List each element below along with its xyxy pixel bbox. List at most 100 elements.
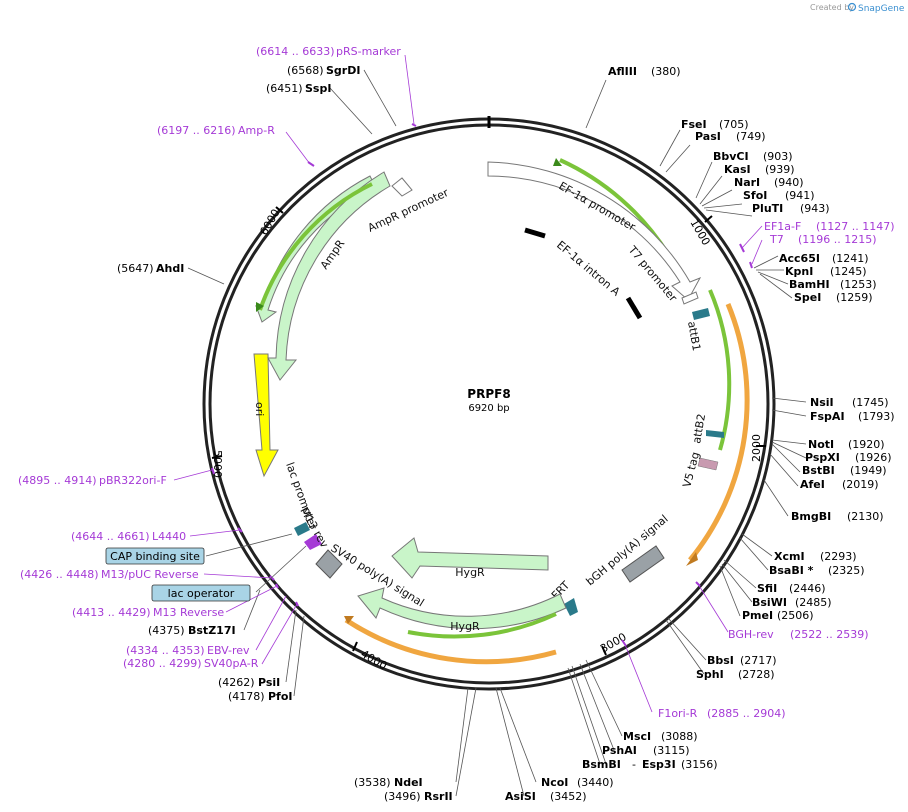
svg-text:NcoI: NcoI	[541, 776, 568, 789]
svg-text:BbsI: BbsI	[707, 654, 734, 667]
svg-text:AsiSI: AsiSI	[505, 790, 536, 803]
svg-text:(1259): (1259)	[836, 291, 873, 304]
svg-text:M13 Reverse: M13 Reverse	[153, 606, 224, 619]
svg-text:NarI: NarI	[734, 176, 760, 189]
svg-text:(4262): (4262)	[218, 676, 255, 689]
svg-text:(6568): (6568)	[287, 64, 324, 77]
svg-text:EF1a-F: EF1a-F	[764, 220, 801, 233]
svg-text:(2728): (2728)	[738, 668, 775, 681]
svg-text:F1ori-R: F1ori-R	[658, 707, 698, 720]
svg-text:Amp-R: Amp-R	[238, 124, 275, 137]
orange-bottom-arc	[344, 617, 557, 665]
tick-5000: 5000	[211, 450, 224, 478]
svg-text:EBV-rev: EBV-rev	[207, 644, 250, 657]
svg-text:RsrII: RsrII	[424, 790, 453, 803]
svg-text:(2130): (2130)	[847, 510, 884, 523]
svg-text:PasI: PasI	[695, 130, 721, 143]
plasmid-size: 6920 bp	[468, 403, 509, 414]
svg-text:(6197 .. 6216): (6197 .. 6216)	[157, 124, 236, 137]
svg-text:BbvCI: BbvCI	[713, 150, 749, 163]
svg-text:(3452): (3452)	[550, 790, 587, 803]
svg-text:(4644 .. 4661): (4644 .. 4661)	[71, 530, 150, 543]
svg-text:PsiI: PsiI	[258, 676, 280, 689]
site-name: AflIII	[608, 65, 637, 78]
svg-text:(4895 .. 4914): (4895 .. 4914)	[18, 474, 97, 487]
v5-tag-marker	[697, 457, 719, 471]
svg-text:(4426 .. 4448): (4426 .. 4448)	[20, 568, 99, 581]
site-leaders	[187, 69, 807, 797]
ampr-green-strand	[258, 182, 373, 311]
svg-text:BamHI: BamHI	[789, 278, 830, 291]
svg-text:(1926): (1926)	[855, 451, 892, 464]
svg-text:(940): (940)	[774, 176, 804, 189]
svg-text:(705): (705)	[719, 118, 749, 131]
svg-text:BstZ17I: BstZ17I	[188, 624, 236, 637]
hygr-inner-arrow	[391, 537, 549, 579]
t7-arrow	[681, 291, 699, 305]
feature-hygr-1: HygR	[455, 566, 485, 579]
m13-rev-marker	[294, 522, 310, 536]
svg-text:T7: T7	[769, 233, 784, 246]
svg-text:pRS-marker: pRS-marker	[336, 45, 401, 58]
hygr-green-strand	[407, 612, 557, 639]
svg-text:(2446): (2446)	[789, 582, 826, 595]
svg-text:(3538): (3538)	[354, 776, 391, 789]
svg-text:PfoI: PfoI	[268, 690, 293, 703]
svg-text:(4334 .. 4353): (4334 .. 4353)	[126, 644, 205, 657]
svg-text:(1253): (1253)	[840, 278, 877, 291]
svg-text:(1745): (1745)	[852, 396, 889, 409]
primer-leaders	[173, 54, 763, 713]
svg-text:(6451): (6451)	[266, 82, 303, 95]
svg-text:NdeI: NdeI	[394, 776, 423, 789]
intron-start-bar	[524, 227, 546, 239]
tick-2000: 2000	[750, 434, 763, 462]
svg-text:MscI: MscI	[623, 730, 651, 743]
svg-text:XcmI: XcmI	[774, 550, 805, 563]
feature-attb1: attB1	[685, 320, 703, 352]
svg-text:(2522 .. 2539): (2522 .. 2539)	[790, 628, 869, 641]
svg-text:(4178): (4178)	[228, 690, 265, 703]
svg-text:PmeI: PmeI	[742, 609, 773, 622]
sv40-polya-box	[315, 549, 343, 579]
svg-text:FspAI: FspAI	[810, 410, 845, 423]
attb1-marker	[692, 308, 710, 320]
svg-text:BGH-rev: BGH-rev	[728, 628, 774, 641]
svg-text:(1127 .. 1147): (1127 .. 1147)	[816, 220, 895, 233]
svg-text:NotI: NotI	[808, 438, 834, 451]
svg-text:(941): (941)	[785, 189, 815, 202]
feature-lac-promoter: lac promoter	[283, 461, 319, 532]
cap-binding-box	[105, 547, 205, 565]
svg-text:BsaBI *: BsaBI *	[769, 564, 814, 577]
lac-operator-box	[151, 584, 251, 602]
svg-text:NsiI: NsiI	[810, 396, 834, 409]
svg-text:(943): (943)	[800, 202, 830, 215]
svg-text:(3088): (3088)	[661, 730, 698, 743]
svg-text:Esp3I: Esp3I	[642, 758, 676, 771]
svg-text:(1920): (1920)	[848, 438, 885, 451]
svg-text:SfoI: SfoI	[743, 189, 767, 202]
feature-t7-promoter: T7 promoter	[625, 243, 680, 305]
svg-text:(1949): (1949)	[850, 464, 887, 477]
plasmid-name: PRPF8	[467, 387, 510, 401]
intron-end-bar	[625, 296, 643, 320]
svg-text:SspI: SspI	[305, 82, 331, 95]
svg-text:(1196 .. 1215): (1196 .. 1215)	[798, 233, 877, 246]
svg-text:PluTI: PluTI	[752, 202, 783, 215]
svg-text:pBR322ori-F: pBR322ori-F	[99, 474, 167, 487]
lac-operator-label: lac operator	[168, 587, 235, 600]
svg-text:(2485): (2485)	[795, 596, 832, 609]
svg-text:(3156): (3156)	[681, 758, 718, 771]
svg-text:(1241): (1241)	[832, 252, 869, 265]
svg-text:PspXI: PspXI	[805, 451, 840, 464]
orange-right-arc	[688, 303, 750, 562]
hygr-outer-arrow	[357, 587, 567, 630]
svg-text:M13/pUC Reverse: M13/pUC Reverse	[101, 568, 199, 581]
cap-binding-label: CAP binding site	[110, 550, 200, 563]
credit-prefix: Created by	[810, 3, 854, 12]
svg-text:PshAI: PshAI	[602, 744, 637, 757]
svg-text:(2717): (2717)	[740, 654, 777, 667]
svg-text:(4280 .. 4299): (4280 .. 4299)	[123, 657, 202, 670]
feature-ef1a-promoter: EF-1α promoter	[557, 179, 638, 234]
svg-text:BsiWI: BsiWI	[752, 596, 787, 609]
